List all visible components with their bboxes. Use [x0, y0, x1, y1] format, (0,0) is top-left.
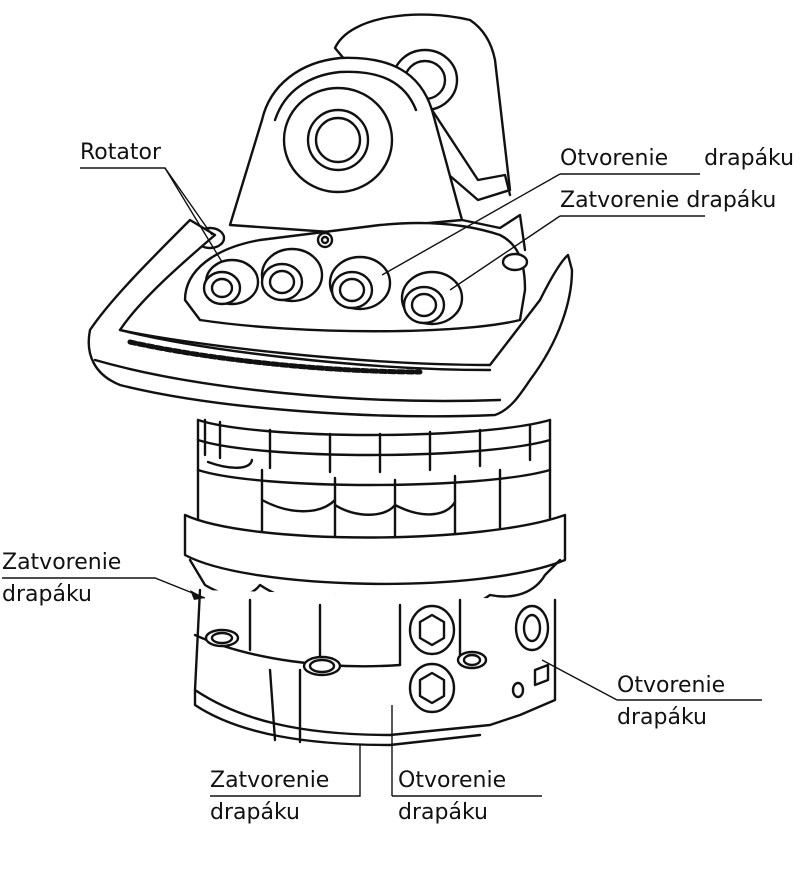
label-otvorenie-top: Otvorenie drapáku	[560, 143, 794, 175]
label-otvorenie-right: Otvorenie drapáku	[617, 670, 725, 734]
label-zatvorenie-left-line2: drapáku	[2, 582, 92, 607]
label-zatvorenie-bottom-line1: Zatvorenie	[210, 768, 330, 793]
label-rotator: Rotator	[80, 140, 161, 165]
label-zatvorenie-bottom: Zatvorenie drapáku	[210, 765, 329, 829]
leader-arrowhead	[190, 590, 205, 600]
label-otvorenie-top-word1: Otvorenie	[560, 146, 669, 171]
hydraulic-fittings	[202, 247, 464, 326]
label-otvorenie-right-line1: Otvorenie	[617, 673, 726, 698]
side-ports	[408, 604, 550, 714]
front-ear	[228, 56, 464, 234]
label-otvorenie-top-word2: drapáku	[704, 146, 795, 171]
guard-frame	[87, 218, 574, 418]
label-zatvorenie-left: Zatvorenie drapáku	[2, 547, 121, 611]
label-otvorenie-bottom: Otvorenie drapáku	[398, 765, 506, 829]
label-otvorenie-bottom-line2: drapáku	[398, 800, 488, 825]
lower-housing	[193, 588, 557, 747]
leader-lines	[2, 167, 762, 797]
label-zatvorenie-top: Zatvorenie drapáku	[560, 188, 777, 213]
rotator-body	[196, 418, 552, 548]
label-otvorenie-bottom-line1: Otvorenie	[398, 768, 507, 793]
label-zatvorenie-left-line1: Zatvorenie	[2, 550, 122, 575]
label-otvorenie-right-line2: drapáku	[617, 705, 707, 730]
label-zatvorenie-bottom-line2: drapáku	[210, 800, 300, 825]
